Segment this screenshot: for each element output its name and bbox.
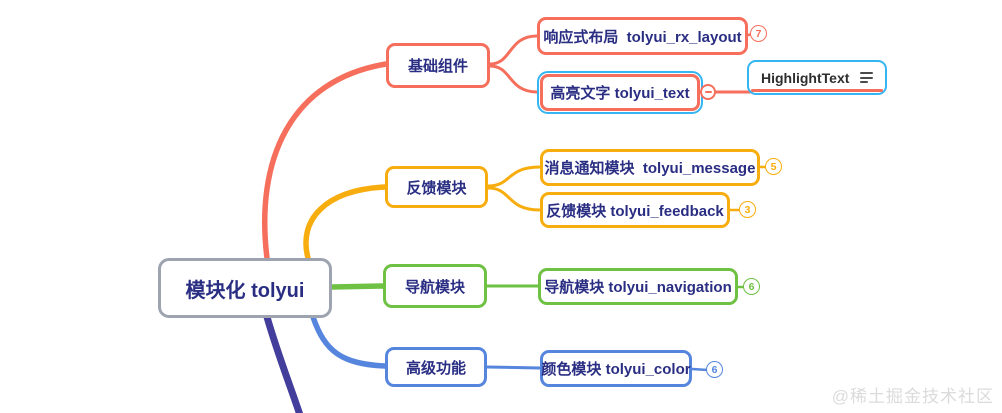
node-navigation[interactable]: 导航模块 tolyui_navigation [538, 268, 738, 305]
node-nav-module[interactable]: 导航模块 [383, 264, 487, 308]
node-label: 基础组件 [407, 58, 468, 75]
node-label: 高级功能 [405, 359, 466, 377]
numbered-marker-badge[interactable]: 7 [750, 25, 767, 42]
badge-value: 6 [748, 280, 755, 293]
collapse-button[interactable] [700, 84, 716, 100]
numbered-marker-badge[interactable]: 6 [743, 278, 760, 295]
node-color[interactable]: 颜色模块 tolyui_color [540, 350, 692, 387]
selected-node-outline: 高亮文字 tolyui_text [537, 71, 703, 114]
branch-line-offscreen [263, 313, 304, 413]
node-basic-components[interactable]: 基础组件 [386, 43, 490, 88]
node-advanced[interactable]: 高级功能 [385, 347, 487, 387]
link-rx-layout [488, 34, 539, 66]
node-label: 反馈模块 tolyui_feedback [546, 202, 724, 220]
badge-value: 3 [744, 203, 751, 216]
branch-line-basic [261, 61, 389, 261]
watermark: @稀土掘金技术社区 [831, 387, 994, 406]
node-label: 导航模块 tolyui_navigation [544, 279, 732, 296]
node-rx-layout[interactable]: 响应式布局 tolyui_rx_layout [537, 17, 748, 55]
node-feedback-module[interactable]: 反馈模块 [385, 166, 488, 208]
linked-node-label: HighlightText [761, 69, 850, 86]
branch-underline [751, 89, 883, 92]
stub-badge-6-color [690, 367, 710, 372]
node-message[interactable]: 消息通知模块 tolyui_message [540, 149, 760, 186]
link-feedback [486, 186, 542, 212]
link-text [488, 64, 539, 94]
node-label: 高亮文字 tolyui_text [550, 85, 690, 102]
link-message [486, 165, 542, 188]
branch-line-feedback [303, 184, 388, 261]
numbered-marker-badge[interactable]: 6 [706, 361, 723, 378]
badge-value: 7 [755, 27, 762, 40]
numbered-marker-badge[interactable]: 3 [739, 201, 756, 218]
node-label: 消息通知模块 tolyui_message [544, 160, 756, 177]
node-label: 反馈模块 [406, 179, 467, 197]
node-feedback[interactable]: 反馈模块 tolyui_feedback [540, 192, 730, 228]
node-label: 颜色模块 tolyui_color [541, 361, 691, 378]
badge-value: 5 [770, 160, 777, 173]
node-highlight-text-module[interactable]: 高亮文字 tolyui_text [540, 74, 700, 111]
notes-icon [860, 72, 873, 83]
badge-value: 6 [711, 363, 718, 376]
root-node[interactable]: 模块化 tolyui [158, 258, 332, 318]
node-highlighttext-linked[interactable]: HighlightText [747, 60, 887, 95]
node-label: 导航模块 [404, 278, 465, 296]
link-color [485, 365, 542, 370]
branch-line-advanced [310, 314, 388, 369]
branch-line-nav [329, 283, 388, 290]
node-label: 响应式布局 tolyui_rx_layout [543, 28, 742, 46]
root-label: 模块化 tolyui [185, 279, 305, 302]
numbered-marker-badge[interactable]: 5 [765, 158, 782, 175]
minus-icon [704, 91, 712, 93]
